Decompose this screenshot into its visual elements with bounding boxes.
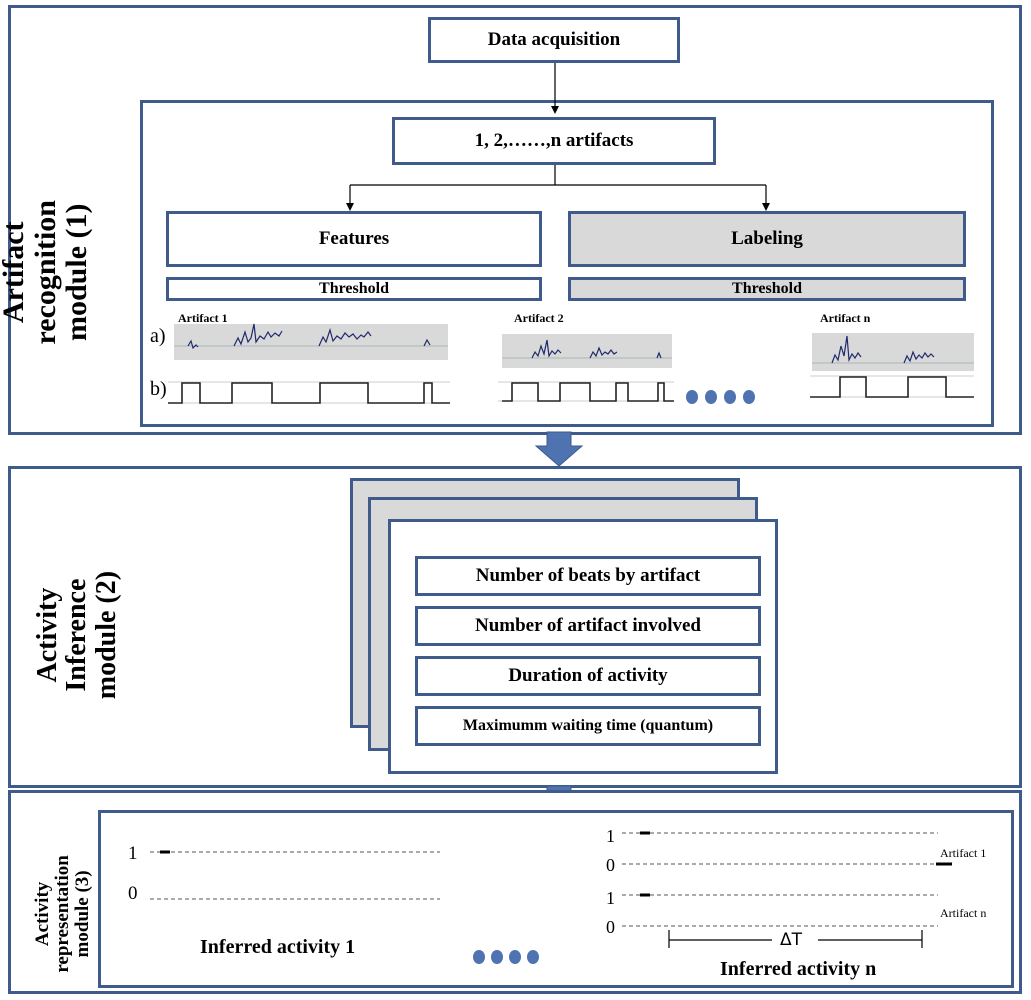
artifactn-level-zero: 0 (606, 917, 615, 937)
ellipsis-dot (473, 950, 485, 964)
module2-label-line1: Activity (31, 587, 63, 683)
ellipsis-dot (743, 390, 755, 404)
criteria-waiting-label: Maximumm waiting time (quantum) (462, 717, 714, 734)
artifacts-label: 1, 2,……,n artifacts (474, 130, 634, 151)
features-box: Features (166, 211, 542, 267)
module3-label-line3: module (3) (71, 870, 93, 958)
threshold-right-label: Threshold (732, 280, 802, 297)
artifact1-activity-signal (622, 831, 952, 866)
module1-connectors (346, 63, 770, 211)
criteria-beats-label: Number of beats by artifact (475, 565, 701, 586)
ellipsis-dot (491, 950, 503, 964)
threshold-left-label: Threshold (319, 280, 389, 297)
ellipsis-dot (527, 950, 539, 964)
artifactn-title: Artifact n (820, 311, 871, 325)
artifactn-raw-signal (812, 333, 974, 371)
criteria-waiting-box: Maximumm waiting time (quantum) (415, 706, 761, 746)
level-one-label: 1 (128, 843, 138, 864)
inferred-activity1-signal (150, 850, 440, 900)
inferred-activityn-label: Inferred activity n (720, 958, 877, 980)
artifact1-level-zero: 0 (606, 855, 615, 875)
ellipsis-dot (686, 390, 698, 404)
module3-label-line1: Activity (32, 881, 54, 947)
threshold-left-box: Threshold (166, 277, 542, 301)
ellipsis-dot (509, 950, 521, 964)
artifact1-level-one: 1 (606, 826, 615, 846)
module2-label-line2: Inference (61, 578, 93, 692)
artifactn-level-one: 1 (606, 888, 615, 908)
module3-label: Activity representation module (3) (32, 829, 93, 999)
data-acquisition-box: Data acquisition (428, 17, 680, 63)
row-a-label: a) (150, 325, 166, 347)
criteria-artifacts-label: Number of artifact involved (474, 615, 702, 636)
criteria-duration-box: Duration of activity (415, 656, 761, 696)
artifact1-activity-label: Artifact 1 (940, 846, 987, 860)
artifact2-raw-signal (502, 334, 672, 368)
data-acquisition-label: Data acquisition (487, 29, 621, 50)
flow-arrow-down-icon (534, 431, 584, 467)
artifact1-title: Artifact 1 (178, 311, 228, 325)
artifacts-box: 1, 2,……,n artifacts (392, 117, 716, 165)
ellipsis-dot (724, 390, 736, 404)
ellipsis-dot (705, 390, 717, 404)
module2-label: Activity Inference module (2) (31, 540, 122, 730)
criteria-beats-box: Number of beats by artifact (415, 556, 761, 596)
inferred-activity1-label: Inferred activity 1 (200, 936, 356, 958)
artifactn-activity-label: Artifact n (940, 906, 987, 920)
row-b-label: b) (150, 378, 167, 400)
artifact1-raw-signal (174, 323, 448, 360)
labeling-box: Labeling (568, 211, 966, 267)
artifact2-title: Artifact 2 (514, 311, 564, 325)
artifact1-binary-signal (168, 381, 450, 404)
module3-label-line2: representation (52, 855, 74, 973)
level-zero-label: 0 (128, 883, 138, 904)
module2-label-line3: module (2) (90, 570, 122, 700)
labeling-label: Labeling (731, 228, 803, 249)
delta-t-label: ΔT (780, 930, 803, 950)
threshold-right-box: Threshold (568, 277, 966, 301)
artifactn-binary-signal (810, 375, 974, 398)
delta-t-span (668, 930, 923, 948)
features-label: Features (318, 228, 390, 249)
criteria-artifacts-box: Number of artifact involved (415, 606, 761, 646)
artifact2-binary-signal (498, 381, 674, 402)
criteria-duration-label: Duration of activity (508, 665, 668, 686)
artifactn-activity-signal (622, 893, 938, 927)
